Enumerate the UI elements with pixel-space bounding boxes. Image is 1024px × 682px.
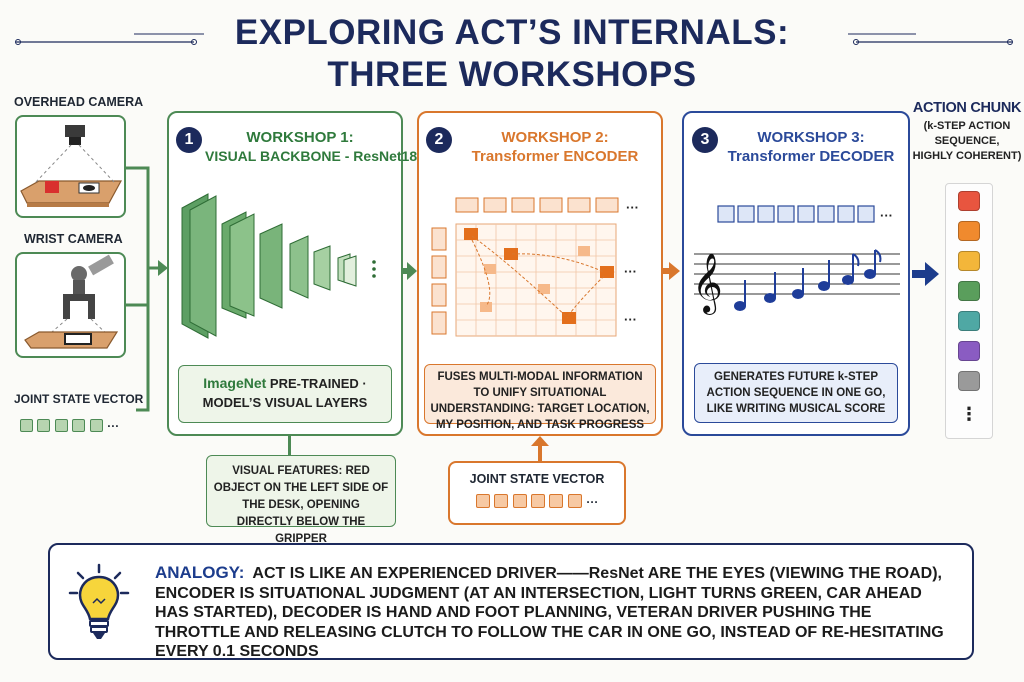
overhead-camera-label: OVERHEAD CAMERA xyxy=(14,95,144,109)
joint-to-encoder-arrow xyxy=(531,436,549,462)
svg-text:···: ··· xyxy=(880,208,893,223)
arrow-right-icon xyxy=(663,262,680,280)
svg-text:···: ··· xyxy=(626,200,639,215)
action-chunk-more: ⋮ xyxy=(960,404,978,424)
workshop-3-generate-box: GENERATES FUTURE k-STEP ACTION SEQUENCE … xyxy=(694,363,898,423)
attention-matrix-icon: ··· ··· ··· xyxy=(431,197,639,337)
svg-text:···: ··· xyxy=(624,264,637,279)
svg-text:···: ··· xyxy=(624,312,637,327)
arrow-right-icon xyxy=(912,262,939,286)
visual-features-box: VISUAL FEATURES: RED OBJECT ON THE LEFT … xyxy=(206,455,396,545)
action-chip xyxy=(958,251,980,271)
robot-gripper-icon xyxy=(24,254,119,349)
circuit-decoration-left xyxy=(15,33,204,45)
action-chip xyxy=(958,221,980,241)
analogy-body: ACT IS LIKE AN EXPERIENCED DRIVER——ResNe… xyxy=(155,565,944,660)
analogy-text: ANALOGY:ACT IS LIKE AN EXPERIENCED DRIVE… xyxy=(155,563,955,662)
workshop-3-title: WORKSHOP 3: Transformer DECODER xyxy=(727,129,895,165)
encoder-joint-cells: ··· xyxy=(450,494,624,513)
workshop-2-number: 2 xyxy=(426,127,452,153)
action-chip xyxy=(958,311,980,331)
features-connector xyxy=(288,436,291,456)
workshop-2-fusion-box: FUSES MULTI-MODAL INFORMATION TO UNIFY S… xyxy=(424,364,656,431)
lightbulb-icon xyxy=(68,563,130,639)
music-staff-icon: ··· 𝄞 xyxy=(692,205,900,315)
arrow-right-icon xyxy=(402,262,417,280)
workshop-1-pretrained-box: ImageNet PRE-TRAINED · MODEL’S VISUAL LA… xyxy=(178,365,392,423)
wrist-camera-label: WRIST CAMERA xyxy=(24,232,123,246)
circuit-decoration-right xyxy=(848,33,1013,45)
input-merge-connector xyxy=(126,166,168,412)
action-chunk-chips xyxy=(958,191,980,401)
encoder-joint-state-box: JOINT STATE VECTOR ··· xyxy=(448,461,626,525)
workshop-2-title: WORKSHOP 2: Transformer ENCODER xyxy=(471,129,639,165)
title-line-2: THREE WORKSHOPS xyxy=(327,55,697,94)
page-title: EXPLORING ACT’S INTERNALS: THREE WORKSHO… xyxy=(150,12,874,96)
joint-state-label: JOINT STATE VECTOR xyxy=(14,392,144,406)
camera-icon xyxy=(20,125,123,207)
workshop-3-number: 3 xyxy=(692,127,718,153)
action-chip xyxy=(958,191,980,211)
action-chunk-header: ACTION CHUNK (k-STEP ACTION SEQUENCE, HI… xyxy=(912,100,1022,162)
workshop-1-number: 1 xyxy=(176,127,202,153)
svg-text:𝄞: 𝄞 xyxy=(692,253,723,315)
analogy-heading: ANALOGY: xyxy=(155,563,245,582)
overhead-camera-box xyxy=(15,115,126,218)
title-line-1: EXPLORING ACT’S INTERNALS: xyxy=(234,13,790,52)
joint-state-vector-cells: ··· xyxy=(20,419,119,437)
workshop-1-title: WORKSHOP 1: VISUAL BACKBONE - ResNet18 xyxy=(205,129,418,164)
analogy-box: ANALOGY:ACT IS LIKE AN EXPERIENCED DRIVE… xyxy=(48,543,974,660)
cnn-layers-icon xyxy=(181,193,376,339)
action-chip xyxy=(958,341,980,361)
action-chip xyxy=(958,281,980,301)
wrist-camera-box xyxy=(15,252,126,358)
action-chip xyxy=(958,371,980,391)
